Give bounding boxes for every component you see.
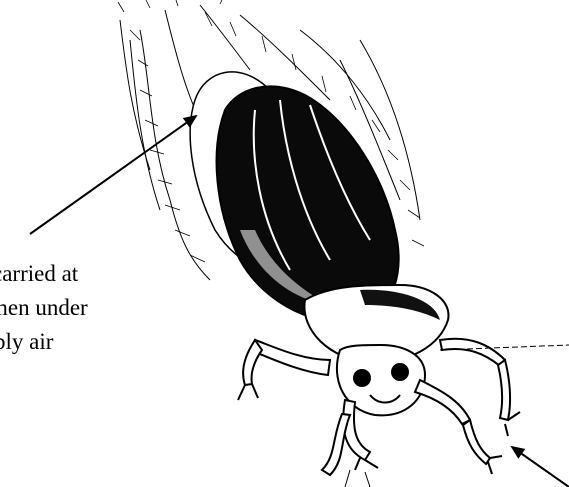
caption-line-3: ply air <box>0 330 53 353</box>
caption-line-1: carried at <box>0 262 78 285</box>
caption-line-2: men under <box>0 296 88 319</box>
arrow-bottom-right <box>512 447 569 487</box>
beetle-eye <box>353 369 371 387</box>
arrow-to-air-bubble <box>30 116 196 234</box>
beetle-eye <box>391 363 409 381</box>
